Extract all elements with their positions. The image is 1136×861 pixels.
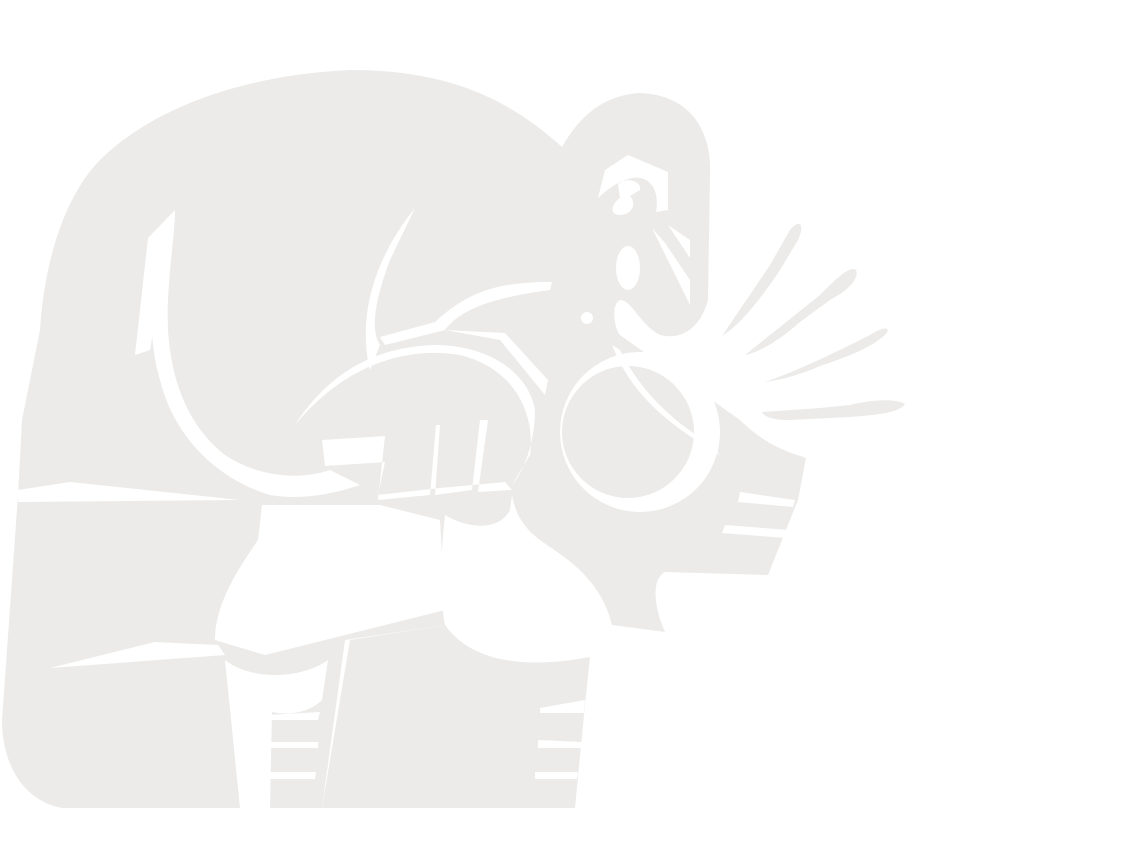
elbow-cut <box>365 208 415 370</box>
magnifier-highlight <box>612 345 720 455</box>
body-shape <box>2 70 806 808</box>
figure-silhouette <box>2 70 905 808</box>
nose-cut <box>616 246 640 290</box>
mouth-cut <box>652 225 690 305</box>
hand-right-cut <box>722 492 795 538</box>
leg-gap <box>215 505 445 655</box>
sound-line-icon <box>745 269 857 355</box>
sleeve-cut <box>380 282 552 345</box>
magnifier-lens-inner <box>562 366 694 498</box>
sound-line-icon <box>722 223 802 336</box>
eye-cut <box>612 180 641 215</box>
dot-cut <box>581 312 593 324</box>
sound-line-icon <box>765 328 888 382</box>
sound-line-icon <box>762 400 905 420</box>
knee-cut <box>225 660 328 808</box>
cuff-cut <box>445 330 548 395</box>
waist-cut <box>18 482 240 502</box>
leg-shape <box>322 625 590 808</box>
arm-cut <box>151 210 360 497</box>
foot-cut <box>535 700 585 779</box>
foot-cut <box>265 712 320 779</box>
shin-cut <box>50 642 225 668</box>
hat-brim-cut <box>598 155 668 212</box>
figure-cut-lines <box>18 155 795 808</box>
fingers-cut <box>322 420 512 500</box>
arm-cut <box>135 210 175 355</box>
